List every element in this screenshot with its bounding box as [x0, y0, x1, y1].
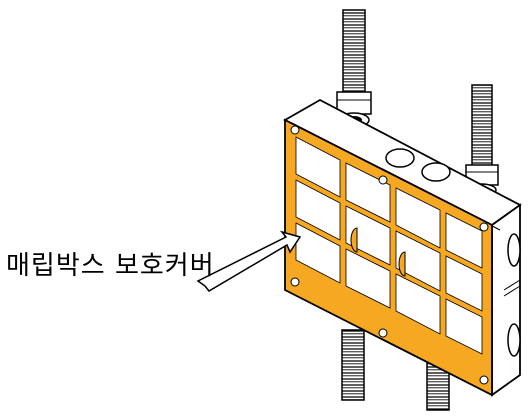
side-knockout [507, 323, 521, 357]
screw-hole [479, 222, 489, 232]
callout-arrow [196, 230, 302, 292]
screw-hole [479, 375, 489, 385]
center-knockout [350, 227, 358, 253]
top-knockout [385, 148, 415, 168]
protective-cover [284, 118, 493, 397]
screw-hole [378, 328, 388, 338]
lower-left-conduit [341, 329, 365, 401]
cover-label: 매립박스 보호커버 [6, 251, 215, 281]
side-knockout [507, 233, 521, 267]
center-knockout [398, 251, 406, 277]
flush-mount-box [283, 98, 522, 397]
top-knockout [421, 162, 451, 182]
screw-hole [290, 277, 300, 287]
screw-hole [378, 175, 388, 185]
upper-left-conduit [336, 9, 372, 128]
screw-hole [290, 125, 300, 135]
